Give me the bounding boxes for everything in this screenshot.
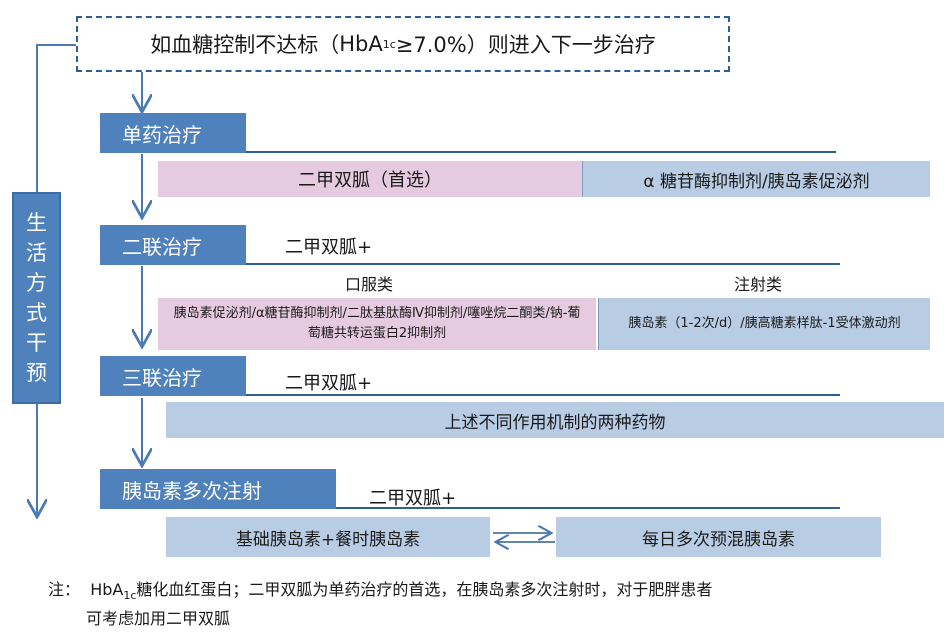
stage4-premixed-cell: 每日多次预混胰岛素 (556, 517, 881, 557)
stage1-underline (246, 151, 836, 153)
hba1c-subscript: 1c (382, 37, 396, 51)
stage2-injection-label: 注射类 (734, 275, 783, 294)
stage2-title: 二联治疗 (100, 225, 246, 265)
lifestyle-char: 预 (26, 361, 47, 385)
footnote-hba1c-subscript: 1c (123, 589, 137, 603)
lifestyle-char: 干 (26, 331, 47, 355)
stage1-first-choice-cell: 二甲双胍（首选） (158, 161, 582, 197)
stage4-underline (336, 507, 840, 509)
stage2-oral-label: 口服类 (345, 275, 394, 294)
footnote: 注： HbA1c糖化血红蛋白；二甲双胍为单药治疗的首选，在胰岛素多次注射时，对于… (48, 578, 712, 630)
footnote-line1: 注： HbA1c糖化血红蛋白；二甲双胍为单药治疗的首选，在胰岛素多次注射时，对于… (48, 578, 712, 607)
stage2-oral-drugs-cell: 胰岛素促泌剂/α糖苷酶抑制剂/二肽基肽酶Ⅳ抑制剂/噻唑烷二酮类/钠-葡萄糖共转运… (158, 298, 596, 350)
stage1-title: 单药治疗 (100, 113, 246, 153)
footnote-line2: 可考虑加用二甲双胍 (86, 609, 231, 629)
stage2-metformin-plus: 二甲双胍+ (285, 237, 373, 258)
stage4-title: 胰岛素多次注射 (100, 469, 336, 509)
stage4-metformin-plus: 二甲双胍+ (369, 488, 457, 509)
footnote-hba1c: HbA (90, 580, 124, 599)
lifestyle-char: 式 (26, 301, 47, 325)
footnote-line1-text: 糖化血红蛋白；二甲双胍为单药治疗的首选，在胰岛素多次注射时，对于肥胖患者 (136, 580, 713, 599)
stage3-underline (246, 394, 840, 396)
lifestyle-char: 活 (26, 241, 47, 265)
threshold-text-after: ≥7.0%）则进入下一步治疗 (395, 33, 656, 57)
lifestyle-char: 生 (26, 211, 47, 235)
threshold-text-before: 如血糖控制不达标（ (150, 33, 340, 57)
lifestyle-intervention-box: 生 活 方 式 干 预 (12, 192, 61, 404)
stage4-basal-bolus-cell: 基础胰岛素+餐时胰岛素 (166, 517, 490, 557)
footnote-prefix: 注： (48, 580, 81, 599)
hba1c-label: HbA (339, 32, 383, 56)
lifestyle-char: 方 (26, 271, 47, 295)
stage3-drugs-cell: 上述不同作用机制的两种药物 (166, 402, 944, 438)
stage2-injection-drugs-cell: 胰岛素（1-2次/d）/胰高糖素样肽-1受体激动剂 (598, 298, 930, 350)
stage2-underline (246, 263, 840, 265)
stage3-title: 三联治疗 (100, 356, 246, 396)
stage3-metformin-plus: 二甲双胍+ (285, 373, 373, 394)
stage1-alternative-cell: α 糖苷酶抑制剂/胰岛素促泌剂 (582, 161, 930, 197)
